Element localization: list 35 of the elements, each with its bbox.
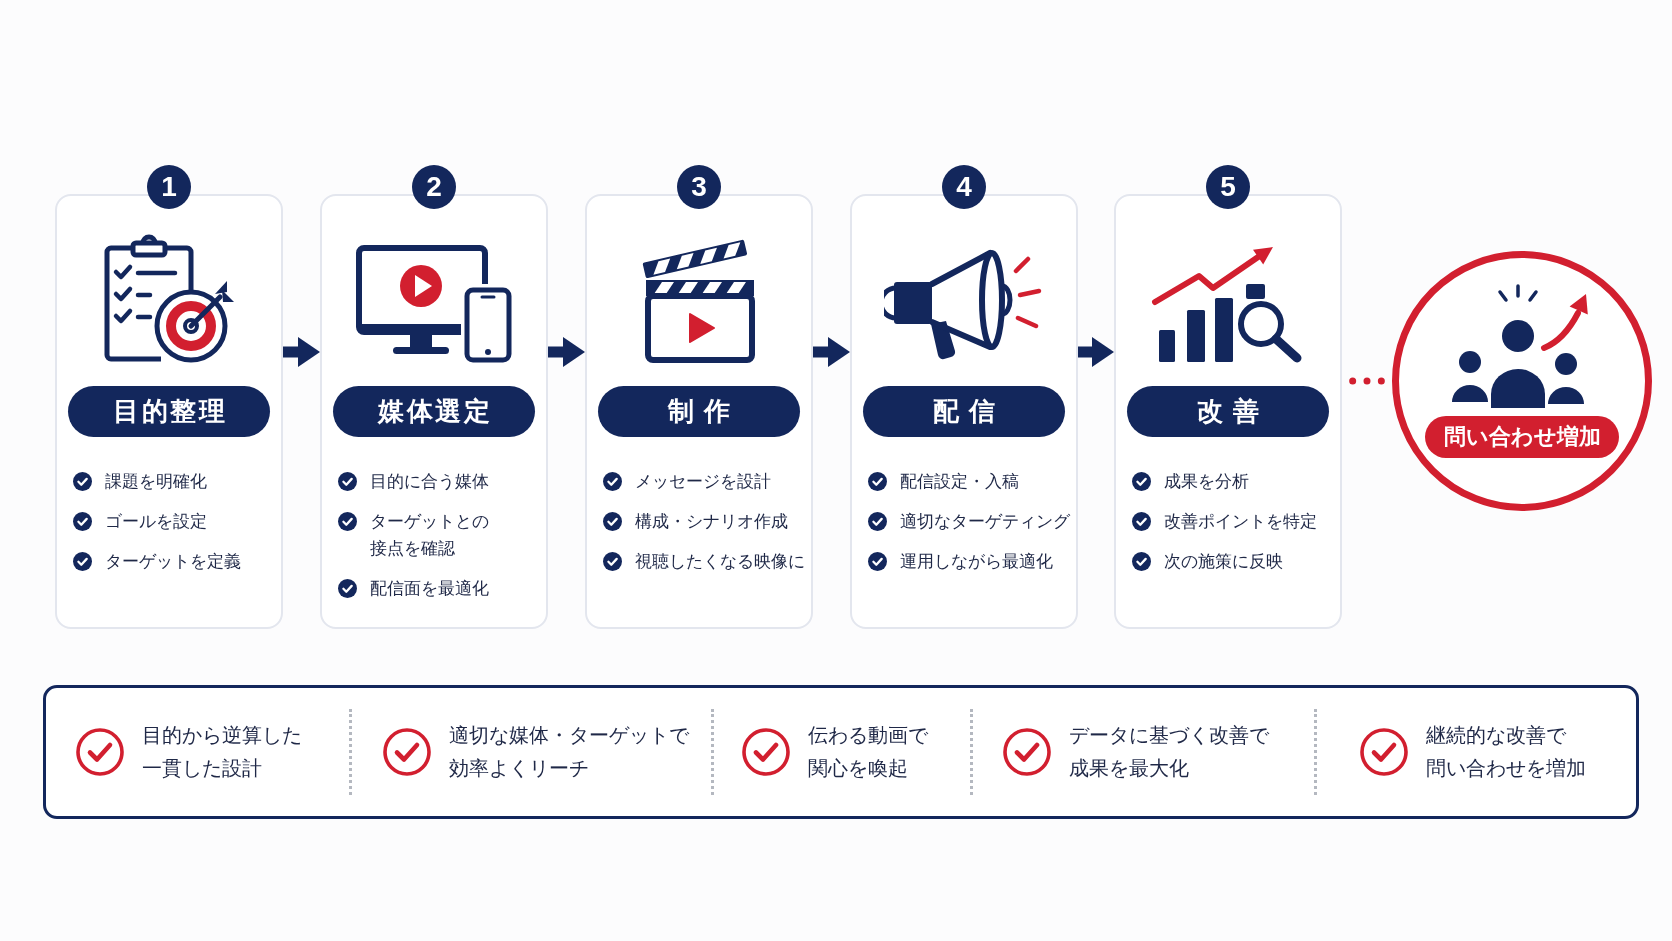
- flow-arrow: [283, 337, 320, 367]
- step-number: 5: [1206, 165, 1250, 209]
- result-label: 問い合わせ増加: [1425, 416, 1619, 458]
- benefit-text: 適切な媒体・ターゲットで効率よくリーチ: [449, 722, 690, 782]
- step-title: 制作: [598, 386, 800, 437]
- checklist-item: 視聴したくなる映像に: [635, 551, 805, 573]
- checklist-item: 配信面を最適化: [370, 578, 489, 600]
- flow-arrow: [813, 337, 850, 367]
- step-number: 1: [147, 165, 191, 209]
- flow-arrow: [1078, 337, 1114, 367]
- checklist-item: メッセージを設計: [635, 471, 771, 493]
- benefits-panel: [43, 685, 1639, 819]
- checklist-item: ターゲットとの接点を確認: [370, 511, 490, 560]
- checklist-item: 成果を分析: [1164, 471, 1249, 493]
- checklist-item: 配信設定・入稿: [900, 471, 1019, 493]
- benefit-text: データに基づく改善で成果を最大化: [1069, 722, 1270, 782]
- checklist-item: 目的に合う媒体: [370, 471, 489, 493]
- step-title: 目的整理: [68, 386, 270, 437]
- checklist-item: 運用しながら最適化: [900, 551, 1053, 573]
- flow-arrow: [548, 337, 585, 367]
- benefit-text: 目的から逆算した一貫した設計: [142, 722, 303, 782]
- step-title: 改善: [1127, 386, 1329, 437]
- step-number: 3: [677, 165, 721, 209]
- step-title: 配信: [863, 386, 1065, 437]
- checklist-item: 構成・シナリオ作成: [635, 511, 788, 533]
- checklist-item: 課題を明確化: [105, 471, 207, 493]
- checklist-item: 改善ポイントを特定: [1164, 511, 1317, 533]
- checklist-item: ゴールを設定: [105, 511, 207, 533]
- step-number: 4: [942, 165, 986, 209]
- checklist-item: 適切なターゲティング: [900, 511, 1070, 533]
- step-title: 媒体選定: [333, 386, 535, 437]
- step-number: 2: [412, 165, 456, 209]
- checklist-item: ターゲットを定義: [105, 551, 241, 573]
- checklist-item: 次の施策に反映: [1164, 551, 1283, 573]
- benefit-text: 伝わる動画で関心を喚起: [808, 722, 929, 782]
